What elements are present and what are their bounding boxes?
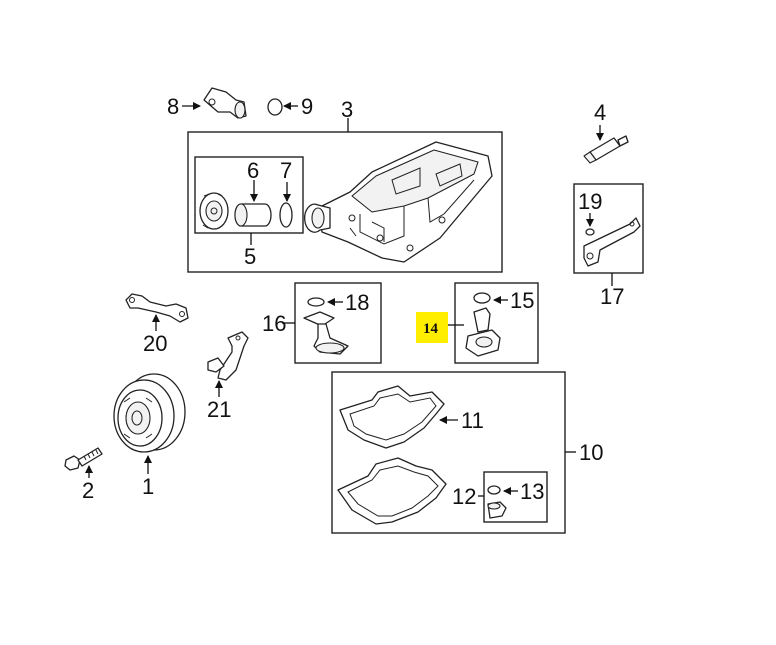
bracket-icon	[583, 217, 641, 267]
callout-14[interactable]: 14	[423, 321, 439, 337]
bracket-group-box	[573, 183, 644, 274]
o-ring-icon	[473, 292, 491, 304]
callout-21: 21	[207, 397, 231, 422]
oil-pan-group-box	[187, 131, 503, 273]
callout-3: 3	[341, 97, 353, 122]
o-ring-icon	[585, 228, 595, 236]
oil-level-sensor-group-box	[454, 282, 539, 364]
drain-plug-group-box	[483, 471, 548, 523]
crankshaft-pulley-icon	[113, 373, 186, 453]
thermostat-housing-icon	[203, 87, 247, 119]
callout-9: 9	[301, 94, 313, 119]
filter-element-icon	[234, 203, 272, 227]
o-ring-icon	[307, 297, 325, 307]
callout-17: 17	[600, 284, 624, 309]
o-ring-icon	[279, 202, 293, 228]
oil-pan-gasket-icon	[339, 385, 445, 449]
callout-2: 2	[82, 478, 94, 503]
sealant-tube-icon	[583, 135, 629, 164]
highlight-14	[416, 312, 448, 343]
callout-20: 20	[143, 331, 167, 356]
callout-16: 16	[262, 311, 286, 336]
callout-6: 6	[247, 158, 259, 183]
callout-15: 15	[510, 288, 534, 313]
oil-filter-assembly-icon	[199, 192, 229, 230]
callout-10: 10	[579, 440, 603, 465]
callout-8: 8	[167, 94, 179, 119]
gasket-set-icon	[337, 457, 447, 525]
oil-pickup-tube-icon	[303, 311, 349, 355]
callout-12: 12	[452, 484, 476, 509]
o-ring-icon	[487, 485, 501, 495]
pulley-bolt-icon	[64, 447, 103, 471]
o-ring-icon	[267, 98, 283, 116]
callout-11: 11	[461, 408, 484, 433]
oil-filter-group-box	[194, 156, 304, 234]
drain-plug-icon	[487, 501, 507, 519]
callout-4: 4	[594, 100, 606, 125]
callout-13: 13	[520, 479, 544, 504]
callout-19: 19	[578, 189, 602, 214]
callout-5: 5	[244, 244, 256, 269]
oil-tube-icon	[207, 331, 249, 381]
oil-tube-icon	[125, 293, 189, 323]
callout-18: 18	[345, 290, 369, 315]
oil-level-sensor-icon	[465, 307, 501, 357]
callout-1: 1	[142, 474, 154, 499]
oil-pan-icon	[303, 141, 493, 263]
callout-7: 7	[280, 158, 292, 183]
